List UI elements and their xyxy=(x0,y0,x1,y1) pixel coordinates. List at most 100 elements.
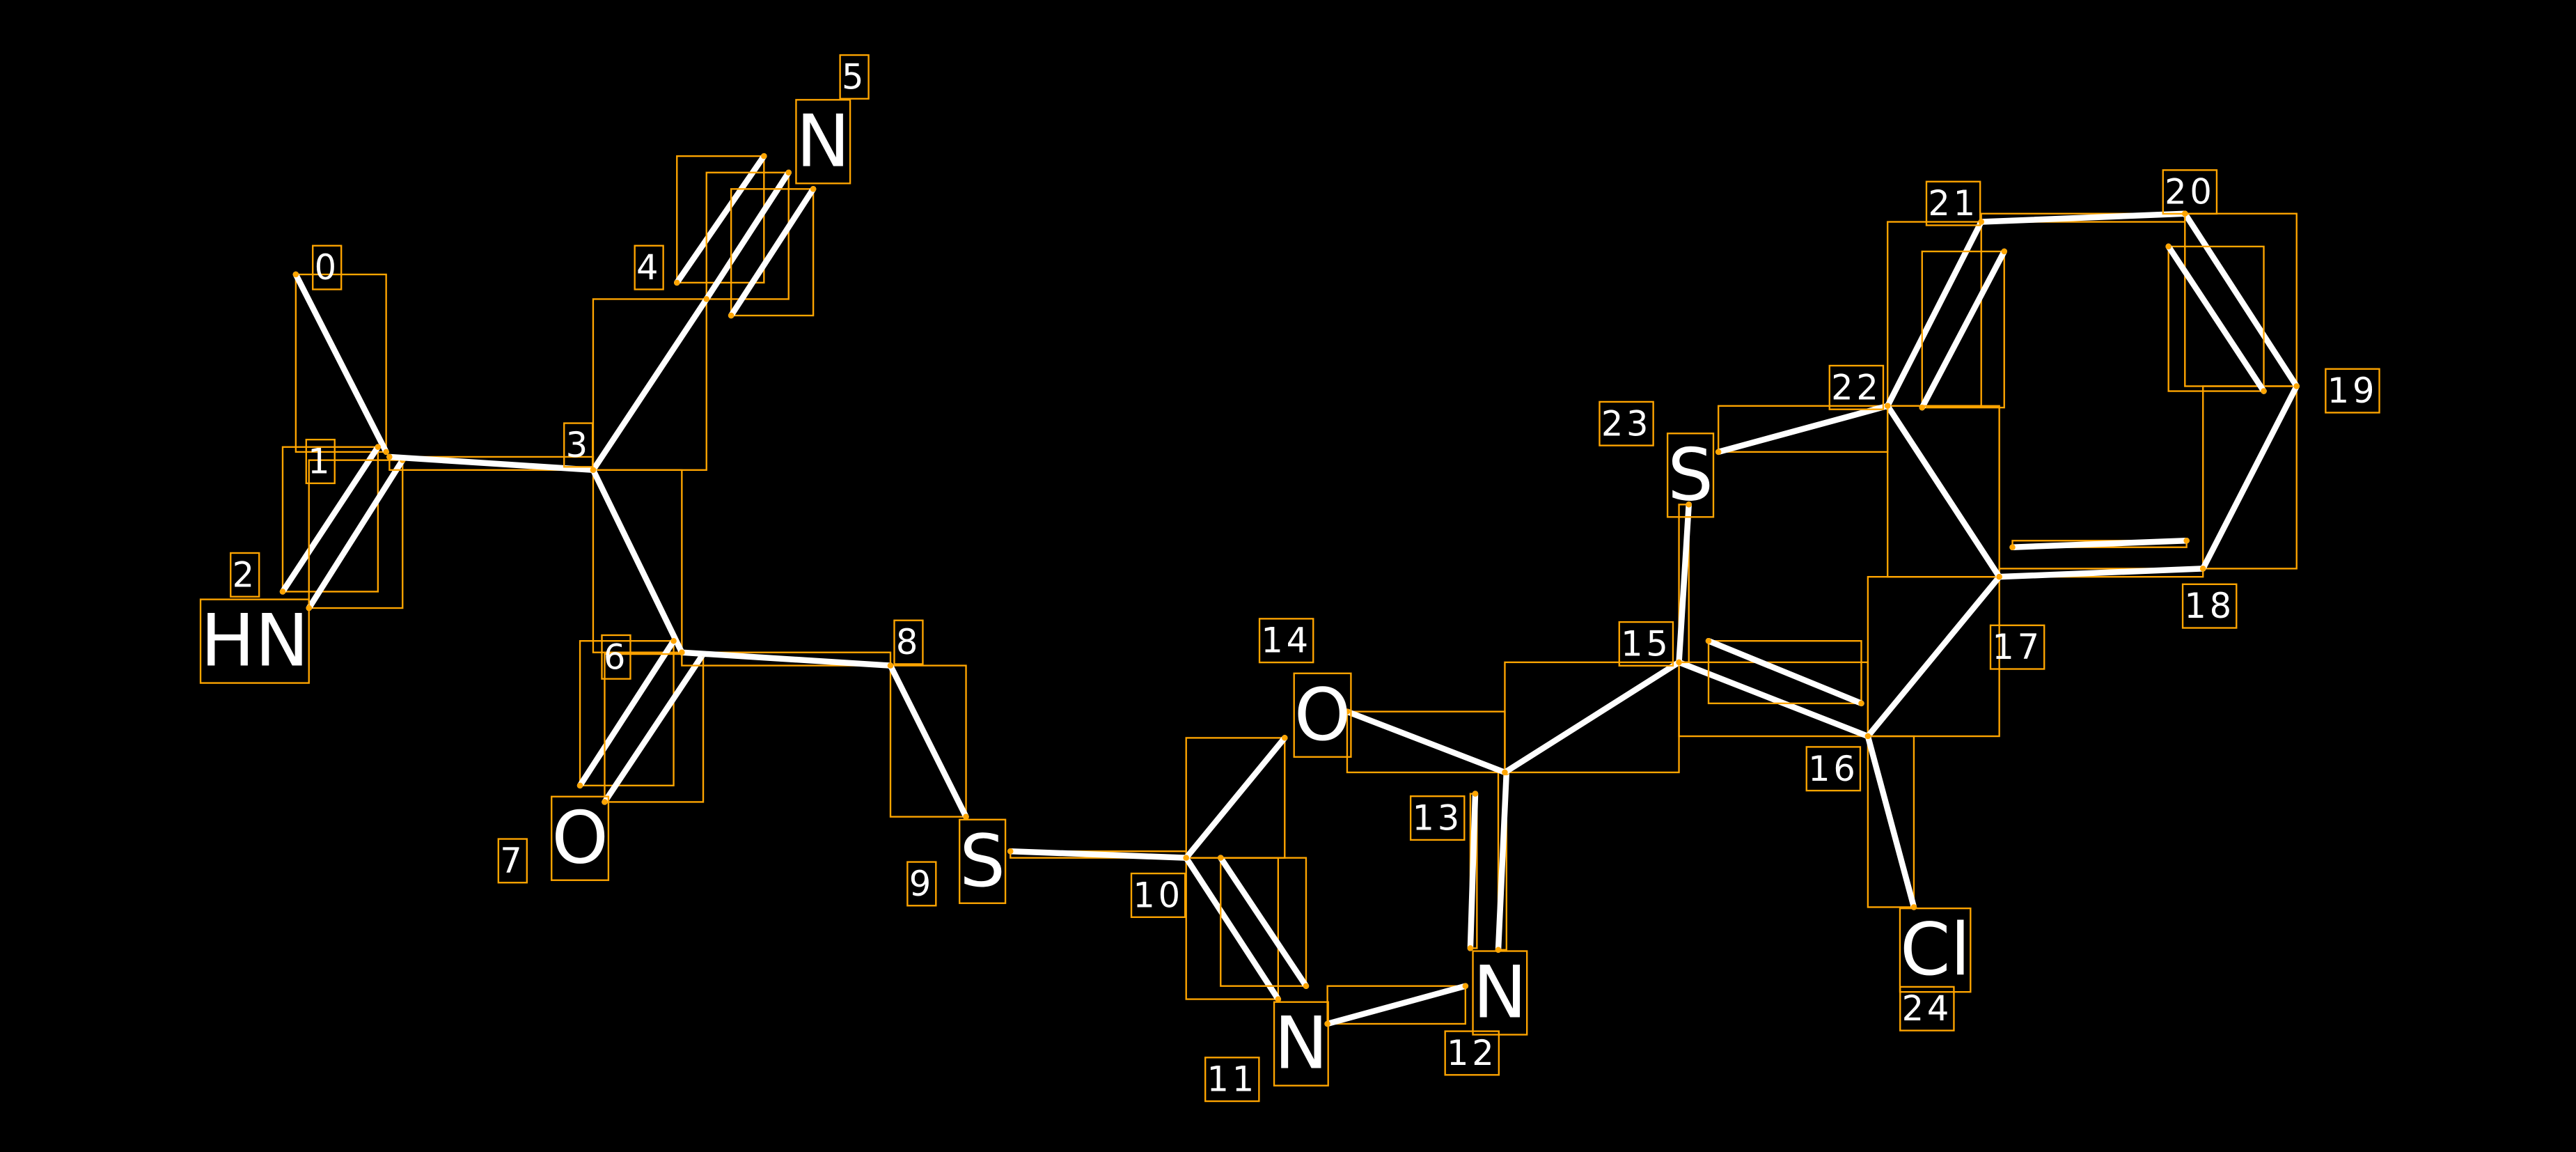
bond-19-20-line-1 xyxy=(2165,243,2267,394)
atom-index-10: 10 xyxy=(1133,875,1183,915)
bond-endpoint-marker xyxy=(590,467,597,474)
bond-endpoint-marker xyxy=(1686,501,1692,508)
bond-22-17-line-0 xyxy=(1884,403,2002,580)
bond-endpoint-marker xyxy=(1858,700,1864,707)
bond-endpoint-marker xyxy=(383,449,389,456)
bond-23-15-line-0 xyxy=(1676,501,1692,666)
atom-index-1: 1 xyxy=(308,442,333,482)
bond-endpoint-marker xyxy=(810,186,817,192)
atom-symbol-cl-24: Cl xyxy=(1900,908,1970,992)
bond-endpoint-marker xyxy=(2009,544,2016,550)
atom-index-4: 4 xyxy=(636,247,661,288)
atom-index-7: 7 xyxy=(500,841,525,881)
atom-symbol-box xyxy=(199,598,310,684)
bond-17-18-line-0 xyxy=(1996,566,2206,580)
bond-endpoint-marker xyxy=(887,662,894,669)
atom-index-14: 14 xyxy=(1261,621,1311,661)
atom-index-box xyxy=(1989,624,2045,670)
atom-symbol-box xyxy=(959,818,1007,904)
bond-bounding-box xyxy=(579,640,675,787)
bond-endpoint-marker xyxy=(1884,403,1891,410)
bond-17-18-line-1 xyxy=(2009,538,2190,550)
atom-index-19: 19 xyxy=(2327,371,2378,411)
bond-6-7-line-1 xyxy=(602,651,707,805)
bonds-layer xyxy=(279,153,2300,1027)
atom-index-box xyxy=(634,244,664,290)
atom-index-5: 5 xyxy=(842,56,867,97)
atom-symbol-box xyxy=(1293,672,1352,758)
bond-endpoint-marker xyxy=(2199,566,2206,572)
bond-endpoint-marker xyxy=(1502,769,1508,776)
bond-endpoint-marker xyxy=(1472,791,1479,797)
bond-endpoint-marker xyxy=(1676,659,1682,666)
atom-index-box xyxy=(906,861,937,907)
bond-bounding-box xyxy=(2167,245,2265,392)
bond-endpoint-marker xyxy=(670,637,677,644)
bond-20-21-line-0 xyxy=(1978,210,2188,225)
atom-symbol-n-12: N xyxy=(1473,951,1527,1035)
atom-index-16: 16 xyxy=(1808,749,1858,789)
atom-index-box xyxy=(893,619,924,665)
atom-index-18: 18 xyxy=(2184,586,2234,626)
bond-endpoint-marker xyxy=(1282,735,1288,741)
atom-index-11: 11 xyxy=(1207,1059,1257,1100)
atom-index-box xyxy=(1409,795,1466,841)
bond-endpoint-marker xyxy=(375,444,382,451)
atom-symbol-o-7: O xyxy=(551,797,608,880)
bond-endpoint-marker xyxy=(1183,855,1189,861)
bond-endpoint-marker xyxy=(1275,996,1282,1002)
bond-endpoint-marker xyxy=(679,649,685,655)
bond-21-22-line-1 xyxy=(1919,248,2007,411)
bond-12-13-line-0 xyxy=(1467,791,1479,951)
atom-index-box xyxy=(601,634,631,680)
bond-bounding-box xyxy=(1980,212,2186,223)
atom-index-box xyxy=(1828,364,1885,410)
bond-1-3-line-0 xyxy=(386,453,597,474)
bond-4-5-line-2 xyxy=(728,186,817,319)
bond-endpoint-marker xyxy=(1344,708,1351,715)
atom-symbol-box xyxy=(1666,433,1715,518)
atom-symbol-hn-2: HN xyxy=(201,600,309,683)
bond-endpoint-marker xyxy=(2183,538,2190,544)
atom-symbol-s-23: S xyxy=(1667,433,1713,517)
atom-index-box xyxy=(1805,746,1862,792)
bond-3-4-line-0 xyxy=(590,296,709,474)
bond-bounding-box xyxy=(1887,405,2000,578)
bond-21-22-line-0 xyxy=(1884,219,1984,410)
bond-bounding-box xyxy=(1678,504,1690,664)
atom-index-3: 3 xyxy=(566,425,591,465)
bond-19-20-line-0 xyxy=(2182,210,2300,389)
atom-index-13: 13 xyxy=(1412,798,1462,839)
bond-bounding-box xyxy=(1867,735,1915,908)
atom-index-box xyxy=(1618,621,1674,667)
bond-endpoint-marker xyxy=(576,782,583,789)
atom-symbol-box xyxy=(795,99,851,185)
bond-endpoint-marker xyxy=(2293,383,2300,389)
bond-9-10-line-0 xyxy=(1007,848,1189,861)
bond-endpoint-marker xyxy=(785,169,792,176)
bond-endpoint-marker xyxy=(292,271,299,278)
bond-bounding-box xyxy=(2184,212,2298,387)
atom-symbol-n-11: N xyxy=(1274,1002,1328,1086)
bond-6-8-line-0 xyxy=(679,649,894,669)
atom-index-box xyxy=(839,54,870,100)
bond-endpoint-marker xyxy=(963,814,969,820)
atom-symbol-o-14: O xyxy=(1294,674,1351,757)
atom-index-box xyxy=(1204,1057,1260,1103)
atom-symbol-box xyxy=(1899,907,1972,993)
bond-bounding-box xyxy=(604,653,705,803)
atom-index-23: 23 xyxy=(1601,403,1651,444)
atom-index-2: 2 xyxy=(233,554,258,595)
bond-bounding-box xyxy=(1921,250,2005,409)
atom-index-box xyxy=(563,422,594,468)
bond-endpoint-marker xyxy=(279,589,286,595)
bond-bounding-box xyxy=(730,188,815,317)
bond-16-17-line-0 xyxy=(1864,573,2002,740)
bond-13-15-line-0 xyxy=(1502,659,1682,776)
atom-symbol-n-5: N xyxy=(796,100,850,183)
bond-endpoint-marker xyxy=(2261,388,2267,394)
atom-index-6: 6 xyxy=(604,637,629,677)
bond-endpoint-marker xyxy=(1007,848,1014,855)
bond-14-10-line-0 xyxy=(1183,735,1288,861)
bond-1-2-line-1 xyxy=(306,457,406,612)
